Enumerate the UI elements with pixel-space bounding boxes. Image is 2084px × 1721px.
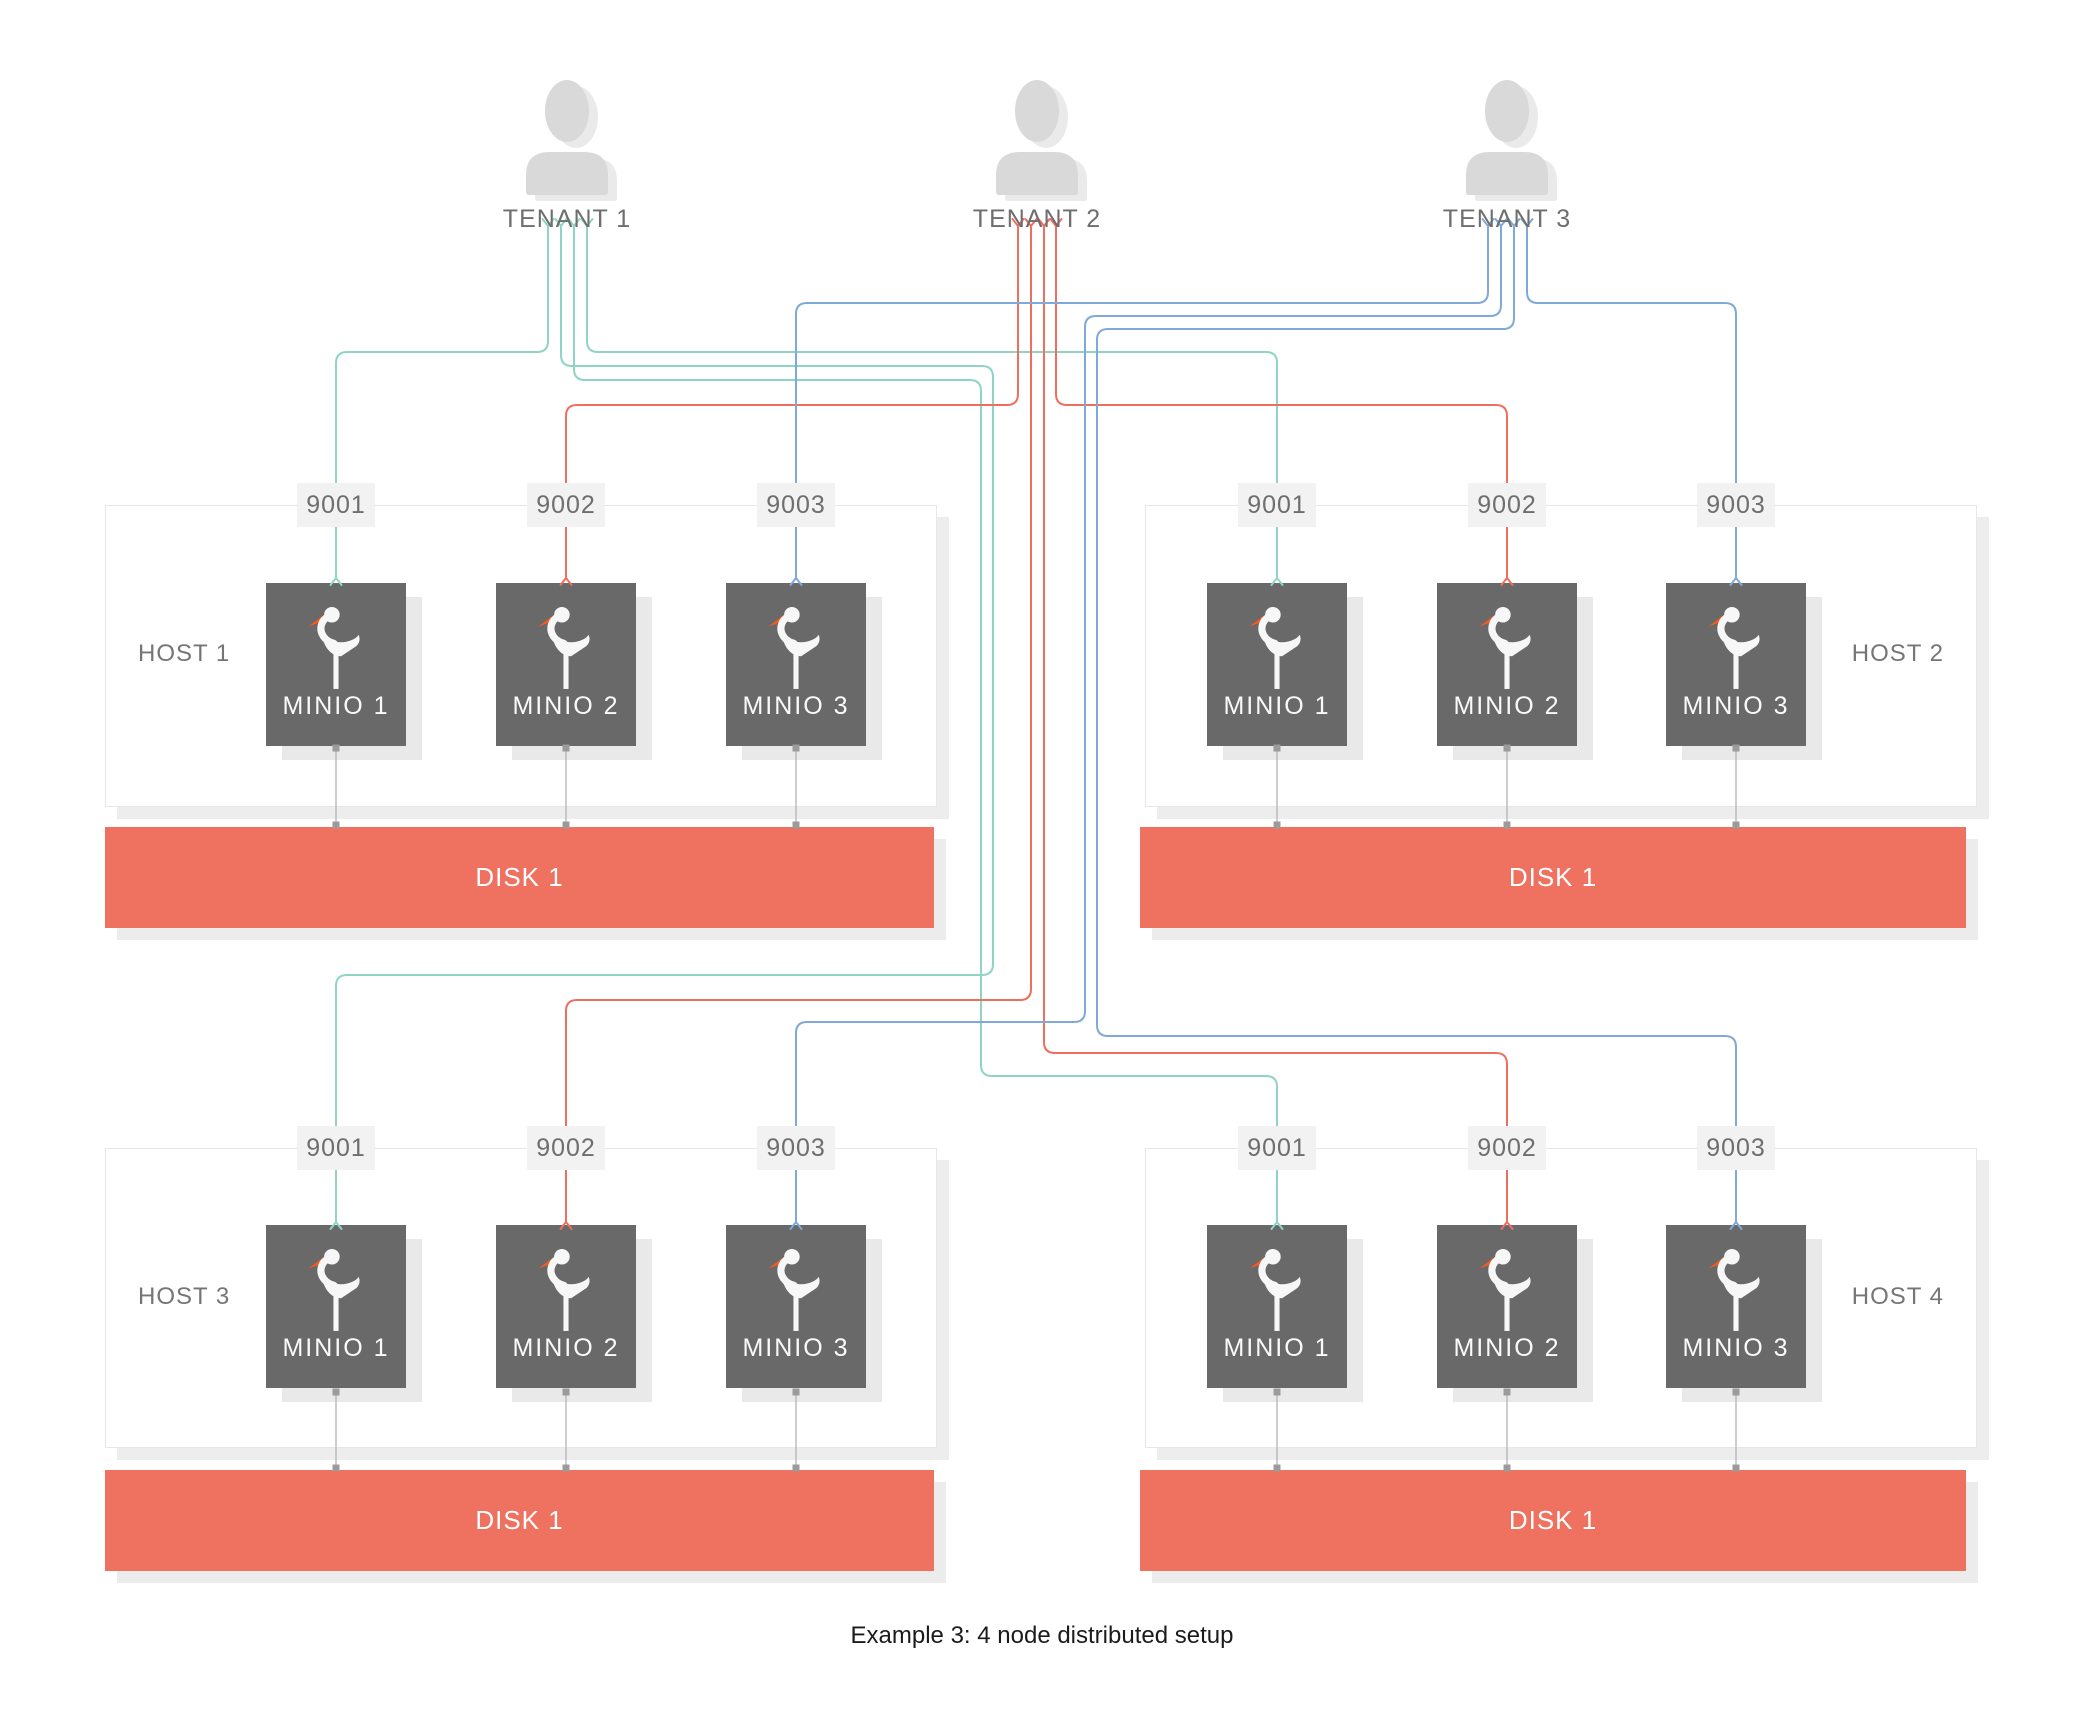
- minio-node: MINIO 1: [1207, 583, 1347, 746]
- host-label: HOST 4: [1851, 1283, 1944, 1310]
- minio-node: MINIO 1: [266, 583, 406, 746]
- tenant-3: TENANT 3: [1427, 75, 1587, 234]
- minio-stork-icon: [767, 605, 825, 696]
- port-label: 9001: [297, 1126, 375, 1170]
- minio-label: MINIO 1: [1223, 692, 1331, 720]
- minio-stork-icon: [1248, 605, 1306, 696]
- minio-node: MINIO 3: [1666, 583, 1806, 746]
- minio-node: MINIO 2: [1437, 1225, 1577, 1388]
- port-label: 9002: [527, 1126, 605, 1170]
- port-label: 9002: [1468, 483, 1546, 527]
- minio-node: MINIO 2: [496, 583, 636, 746]
- minio-label: MINIO 2: [512, 692, 620, 720]
- disk-bar-host3: DISK 1: [105, 1470, 934, 1571]
- minio-label: MINIO 2: [1453, 1334, 1561, 1362]
- disk-label: DISK 1: [1508, 862, 1598, 892]
- minio-label: MINIO 3: [742, 1334, 850, 1362]
- minio-node: MINIO 2: [496, 1225, 636, 1388]
- minio-node: MINIO 1: [266, 1225, 406, 1388]
- port-label: 9003: [757, 483, 835, 527]
- minio-node: MINIO 1: [1207, 1225, 1347, 1388]
- tenant-1: TENANT 1: [487, 75, 647, 234]
- minio-stork-icon: [307, 605, 365, 696]
- tenant-label: TENANT 1: [502, 205, 632, 233]
- person-icon: [1427, 75, 1587, 203]
- tenant-label: TENANT 3: [1442, 205, 1572, 233]
- minio-stork-icon: [1478, 605, 1536, 696]
- port-label: 9003: [1697, 483, 1775, 527]
- disk-label: DISK 1: [475, 862, 564, 892]
- person-icon: [957, 75, 1117, 203]
- minio-stork-icon: [537, 605, 595, 696]
- minio-stork-icon: [1248, 1247, 1306, 1338]
- tenant-2: TENANT 2: [957, 75, 1117, 234]
- port-label: 9001: [297, 483, 375, 527]
- minio-node: MINIO 3: [726, 583, 866, 746]
- disk-label: DISK 1: [475, 1505, 564, 1535]
- person-icon: [487, 75, 647, 203]
- minio-stork-icon: [1478, 1247, 1536, 1338]
- minio-label: MINIO 3: [1682, 692, 1790, 720]
- minio-label: MINIO 1: [282, 692, 390, 720]
- diagram-caption: Example 3: 4 node distributed setup: [850, 1622, 1234, 1649]
- disk-bar-host2: DISK 1: [1140, 827, 1966, 928]
- host-label: HOST 2: [1851, 640, 1944, 667]
- disk-bar-host4: DISK 1: [1140, 1470, 1966, 1571]
- host-label: HOST 1: [138, 640, 231, 667]
- minio-stork-icon: [1707, 1247, 1765, 1338]
- disk-label: DISK 1: [1508, 1505, 1598, 1535]
- minio-stork-icon: [537, 1247, 595, 1338]
- port-label: 9003: [757, 1126, 835, 1170]
- minio-stork-icon: [307, 1247, 365, 1338]
- minio-label: MINIO 1: [1223, 1334, 1331, 1362]
- port-label: 9001: [1238, 1126, 1316, 1170]
- disk-bar-host1: DISK 1: [105, 827, 934, 928]
- minio-node: MINIO 3: [726, 1225, 866, 1388]
- port-label: 9002: [1468, 1126, 1546, 1170]
- port-label: 9002: [527, 483, 605, 527]
- minio-stork-icon: [1707, 605, 1765, 696]
- host-label: HOST 3: [138, 1283, 231, 1310]
- tenant-label: TENANT 2: [972, 205, 1102, 233]
- minio-label: MINIO 3: [742, 692, 850, 720]
- minio-label: MINIO 1: [282, 1334, 390, 1362]
- minio-node: MINIO 3: [1666, 1225, 1806, 1388]
- port-label: 9001: [1238, 483, 1316, 527]
- minio-label: MINIO 3: [1682, 1334, 1790, 1362]
- port-label: 9003: [1697, 1126, 1775, 1170]
- minio-label: MINIO 2: [512, 1334, 620, 1362]
- minio-node: MINIO 2: [1437, 583, 1577, 746]
- minio-label: MINIO 2: [1453, 692, 1561, 720]
- minio-stork-icon: [767, 1247, 825, 1338]
